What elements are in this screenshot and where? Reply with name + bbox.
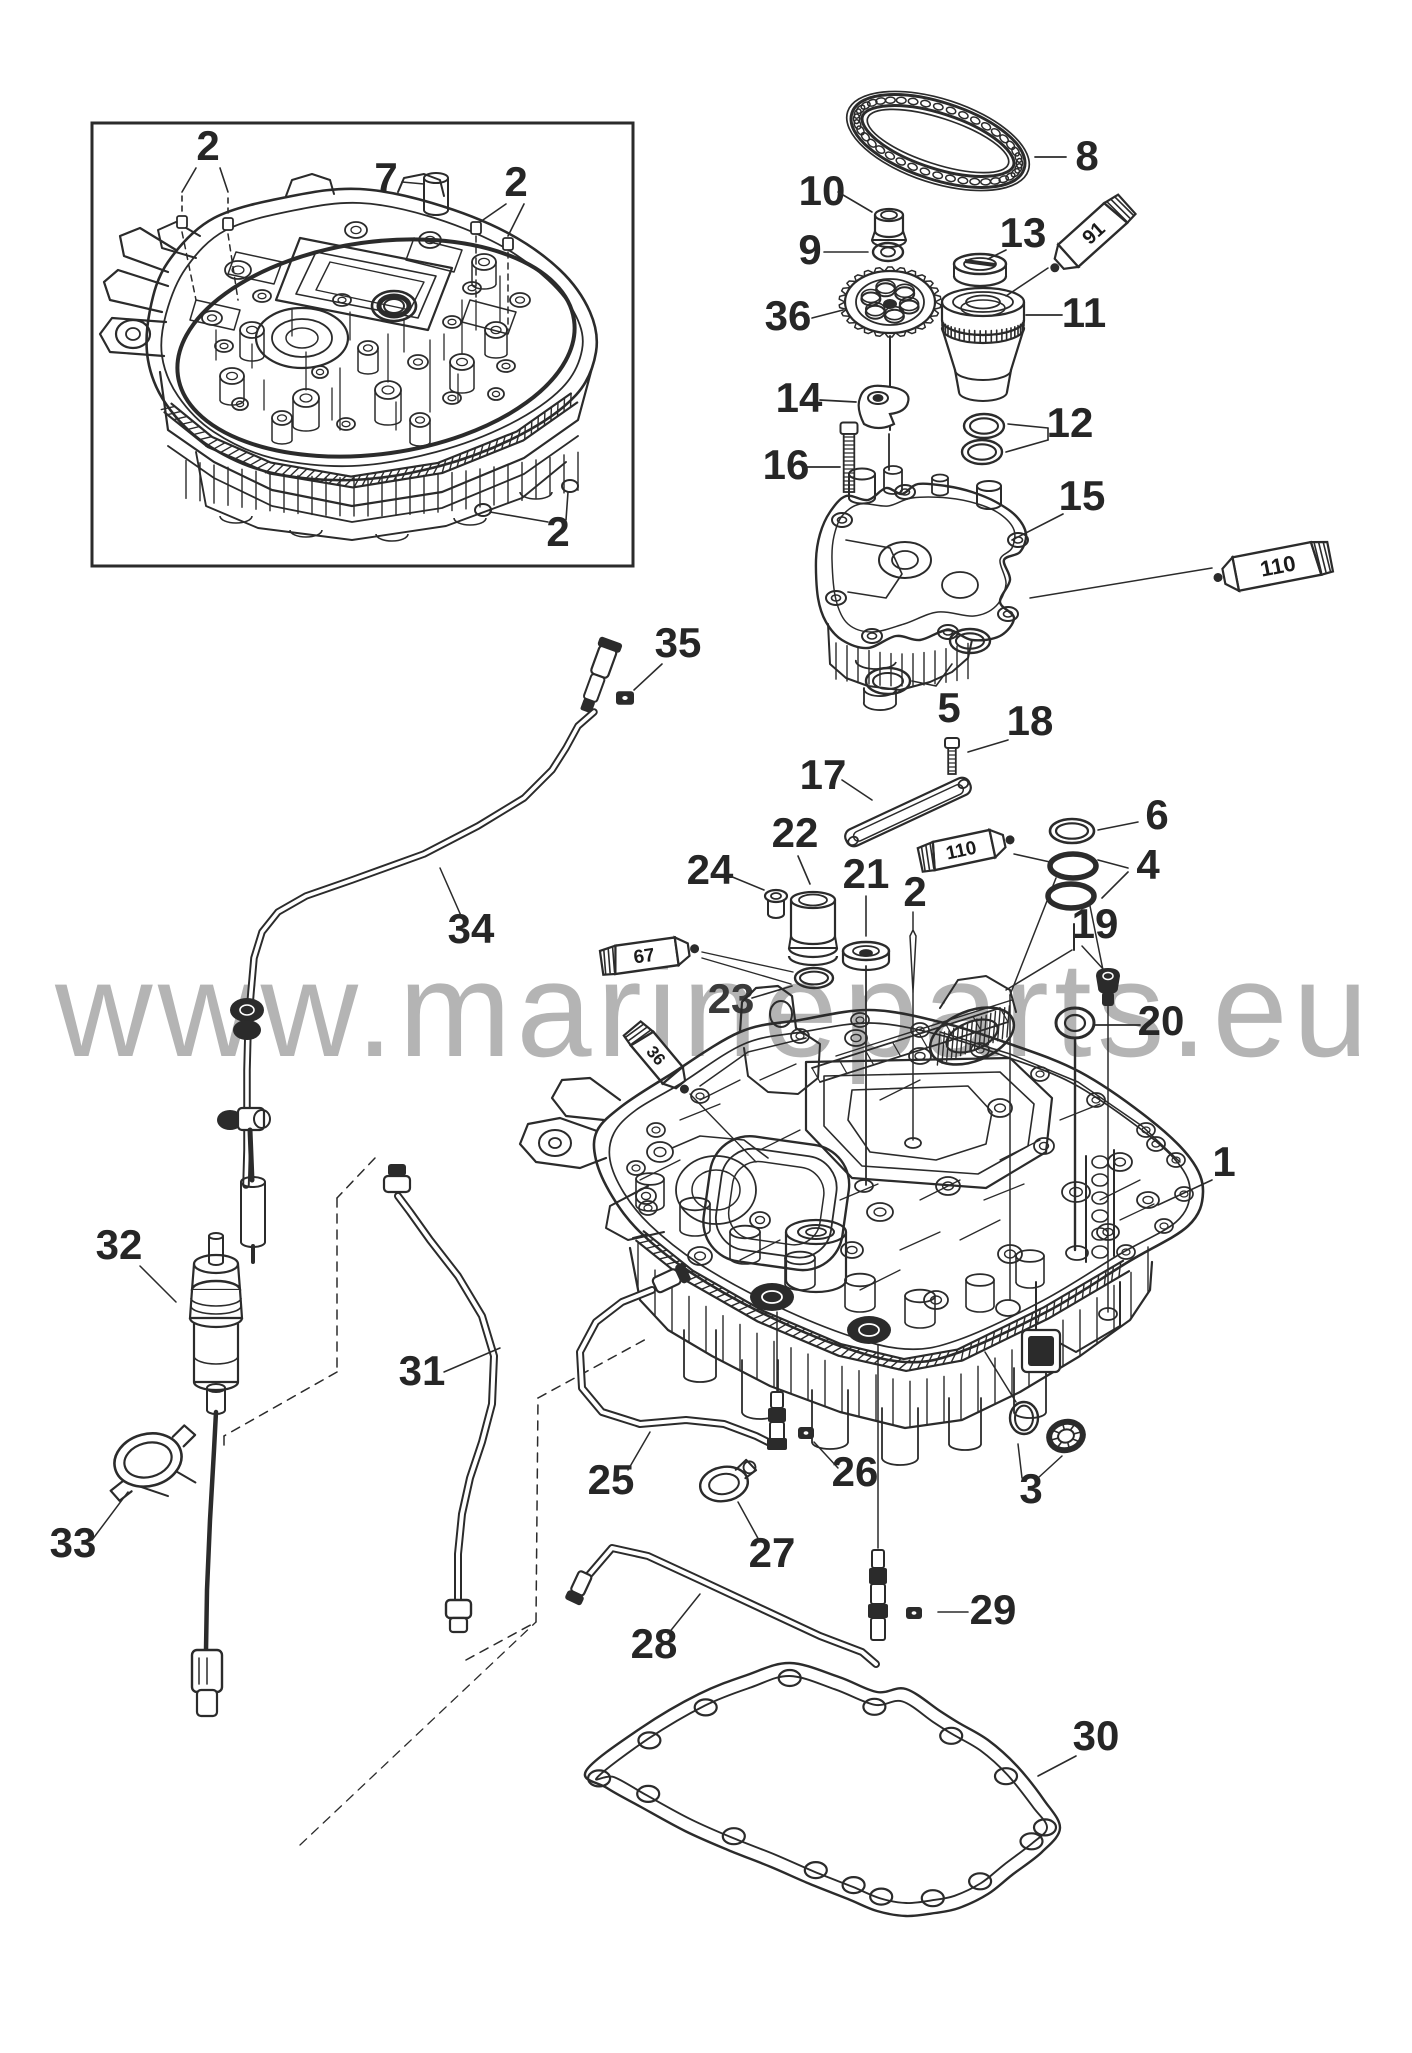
svg-text:33: 33 [50,1519,97,1566]
svg-text:16: 16 [763,441,810,488]
svg-text:36: 36 [765,292,812,339]
svg-text:25: 25 [588,1456,635,1503]
svg-text:14: 14 [776,374,823,421]
svg-text:31: 31 [399,1347,446,1394]
svg-text:2: 2 [903,868,926,915]
svg-text:28: 28 [631,1620,678,1667]
svg-text:10: 10 [799,167,846,214]
svg-text:2: 2 [504,158,527,205]
svg-text:27: 27 [749,1529,796,1576]
svg-text:12: 12 [1047,399,1094,446]
svg-text:24: 24 [687,846,734,893]
svg-text:22: 22 [772,809,819,856]
svg-text:32: 32 [96,1221,143,1268]
svg-text:5: 5 [937,684,960,731]
svg-text:9: 9 [798,226,821,273]
svg-text:19: 19 [1072,900,1119,947]
svg-text:6: 6 [1145,791,1168,838]
svg-text:20: 20 [1138,997,1185,1044]
svg-text:15: 15 [1059,472,1106,519]
svg-text:7: 7 [374,154,397,201]
svg-text:2: 2 [546,508,569,555]
svg-text:2: 2 [196,122,219,169]
svg-text:www.marineparts.eu: www.marineparts.eu [54,934,1368,1085]
svg-text:29: 29 [970,1586,1017,1633]
svg-text:30: 30 [1073,1712,1120,1759]
svg-text:1: 1 [1212,1138,1235,1185]
svg-text:11: 11 [1062,289,1106,336]
svg-text:8: 8 [1075,132,1098,179]
svg-text:34: 34 [448,905,495,952]
svg-text:23: 23 [708,975,755,1022]
svg-text:21: 21 [843,850,890,897]
svg-text:67: 67 [632,945,656,969]
svg-text:3: 3 [1019,1465,1042,1512]
svg-text:4: 4 [1136,841,1160,888]
svg-text:26: 26 [832,1448,879,1495]
svg-text:17: 17 [800,751,847,798]
svg-text:18: 18 [1007,697,1054,744]
svg-text:35: 35 [655,619,702,666]
svg-text:13: 13 [1000,209,1047,256]
